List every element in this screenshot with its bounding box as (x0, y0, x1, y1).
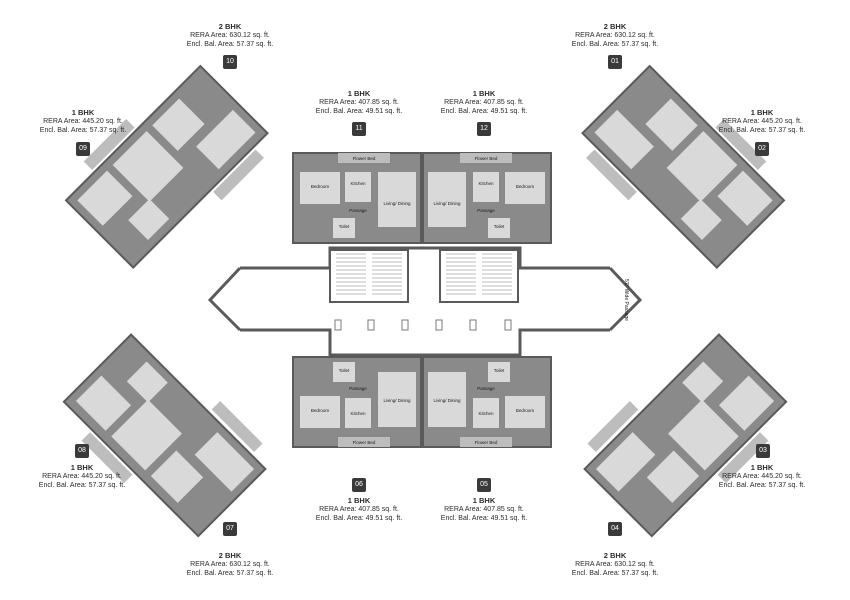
unit-badge-12[interactable]: 12 (477, 122, 491, 136)
unit-badge-09[interactable]: 09 (76, 142, 90, 156)
room-label-living-dining: Living/ Dining (433, 398, 461, 403)
room-label-bedroom: Bedroom (311, 184, 330, 189)
unit-11-plan (292, 152, 422, 244)
room-label-living-dining: Living/ Dining (383, 398, 411, 403)
room-label-flower-bed: Flower Bed (353, 440, 376, 445)
unit-badge-01[interactable]: 01 (608, 55, 622, 69)
room-label-passage: Passage (349, 208, 367, 213)
room-label-passage: Passage (349, 386, 367, 391)
wing-bottom-right (583, 333, 788, 538)
corridor-pillars (334, 319, 512, 331)
room-label-flower-bed: Flower Bed (353, 156, 376, 161)
room-label-living-dining: Living/ Dining (383, 201, 411, 206)
room-label-toilet: Toilet (494, 224, 505, 229)
wing-bottom-left (62, 333, 267, 538)
unit-badge-02[interactable]: 02 (755, 142, 769, 156)
room-label-toilet: Toilet (339, 368, 350, 373)
unit-badge-04[interactable]: 04 (608, 522, 622, 536)
room-label-bedroom: Bedroom (516, 408, 535, 413)
unit-badge-07[interactable]: 07 (223, 522, 237, 536)
room-label-kitchen: Kitchen (350, 411, 366, 416)
unit-06-plan (292, 356, 422, 448)
unit-badge-08[interactable]: 08 (75, 444, 89, 458)
unit-05-plan (422, 356, 552, 448)
unit-badge-05[interactable]: 05 (477, 478, 491, 492)
room-label-toilet: Toilet (494, 368, 505, 373)
room-label-kitchen: Kitchen (478, 411, 494, 416)
room-label-passage: Passage (477, 208, 495, 213)
unit-badge-11[interactable]: 11 (352, 122, 366, 136)
room-label-passage: Passage (477, 386, 495, 391)
room-label-flower-bed: Flower Bed (475, 156, 498, 161)
room-label-kitchen: Kitchen (350, 181, 366, 186)
staircase-right (439, 249, 519, 303)
passage-label: 5'0" Wide Passage (623, 279, 629, 321)
wing-top-right (581, 64, 786, 269)
unit-badge-03[interactable]: 03 (756, 444, 770, 458)
staircase-left (329, 249, 409, 303)
room-label-flower-bed: Flower Bed (475, 440, 498, 445)
unit-12-plan (422, 152, 552, 244)
unit-badge-10[interactable]: 10 (223, 55, 237, 69)
central-corridor (207, 246, 643, 357)
room-label-bedroom: Bedroom (516, 184, 535, 189)
room-label-kitchen: Kitchen (478, 181, 494, 186)
room-label-bedroom: Bedroom (311, 408, 330, 413)
wing-top-left (64, 64, 269, 269)
unit-badge-06[interactable]: 06 (352, 478, 366, 492)
room-label-toilet: Toilet (339, 224, 350, 229)
room-label-living-dining: Living/ Dining (433, 201, 461, 206)
